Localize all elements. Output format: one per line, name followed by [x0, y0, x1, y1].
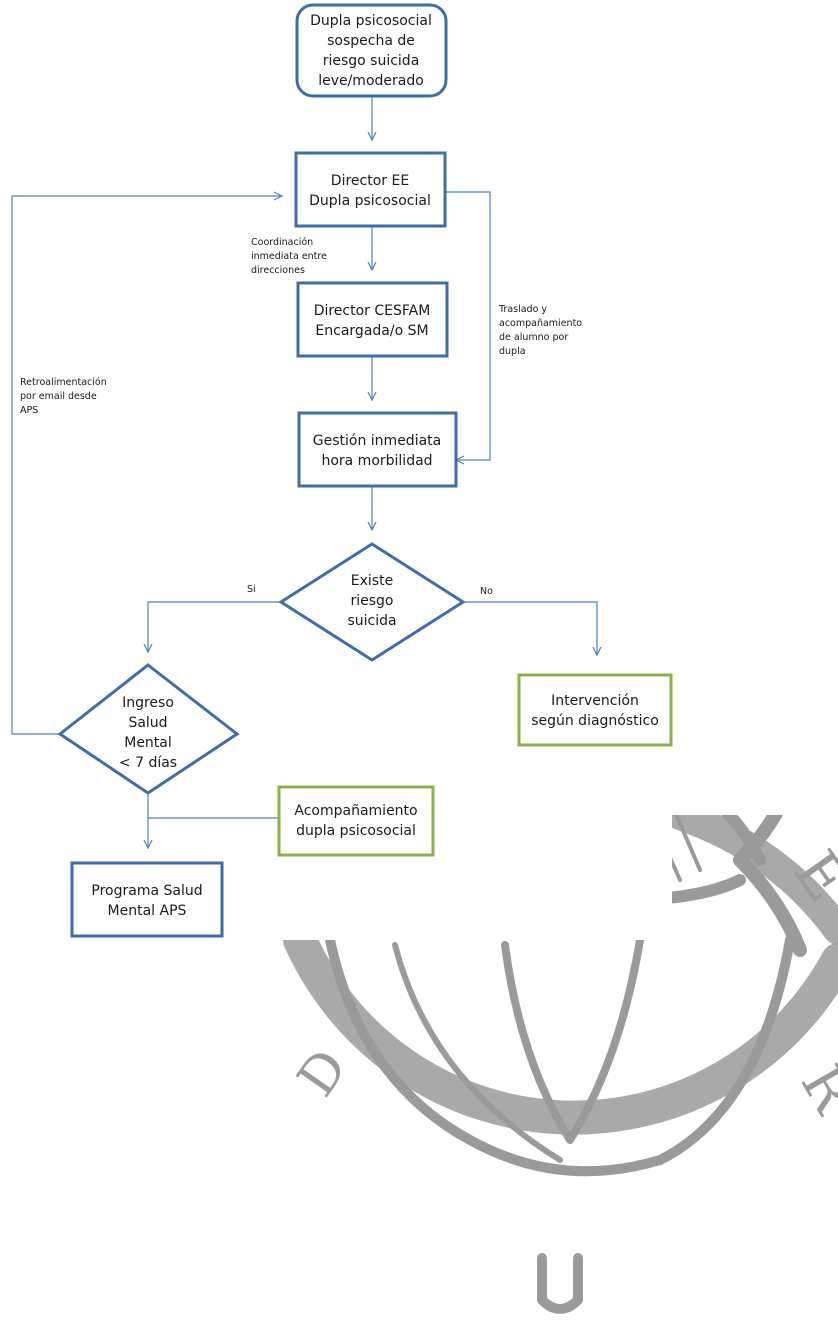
node-decision-riesgo-line-1: Existe — [351, 573, 393, 589]
label-coordinacion-line-3: direcciones — [251, 265, 305, 276]
node-gestion: Gestión inmediata hora morbilidad — [297, 411, 458, 488]
label-traslado-line-1: Traslado y — [498, 304, 547, 315]
node-director-cesfam-line-1: Director CESFAM — [314, 303, 431, 319]
label-coordinacion-line-2: inmediata entre — [251, 251, 327, 262]
label-traslado: Traslado y acompañamiento de alumno por … — [498, 304, 582, 357]
node-intervencion: Intervención según diagnóstico — [517, 673, 673, 747]
label-retroalimentacion-line-3: APS — [20, 405, 38, 416]
node-start-line-4: leve/moderado — [318, 73, 424, 89]
watermark-letter-R: R — [788, 1055, 838, 1126]
node-start-line-2: sospecha de — [327, 33, 415, 49]
label-retroalimentacion-line-1: Retroalimentación — [20, 377, 107, 388]
connectors — [11, 96, 597, 848]
label-retroalimentacion: Retroalimentación por email desde APS — [20, 377, 107, 416]
edge-si — [148, 601, 281, 652]
node-decision-riesgo-line-2: riesgo — [350, 593, 393, 609]
label-traslado-line-4: dupla — [499, 346, 526, 357]
label-si: Si — [247, 584, 256, 595]
label-coordinacion-line-1: Coordinación — [251, 237, 313, 248]
node-decision-riesgo-line-3: suicida — [347, 613, 396, 629]
node-decision-ingreso-line-2: Salud — [128, 715, 167, 731]
label-traslado-line-2: acompañamiento — [499, 318, 582, 329]
node-director-ee-line-2: Dupla psicosocial — [309, 193, 431, 209]
node-start: Dupla psicosocial sospecha de riesgo sui… — [295, 3, 448, 98]
label-no: No — [480, 586, 493, 597]
watermark-letter: R — [788, 1055, 838, 1126]
node-director-cesfam: Director CESFAM Encargada/o SM — [296, 281, 449, 358]
node-decision-ingreso-line-4: < 7 días — [119, 755, 177, 771]
node-programa: Programa Salud Mental APS — [70, 861, 224, 938]
node-start-line-3: riesgo suicida — [323, 53, 420, 69]
node-gestion-line-2: hora morbilidad — [321, 453, 432, 469]
watermark-letter: D — [286, 1039, 359, 1108]
node-decision-ingreso-line-3: Mental — [124, 735, 172, 751]
node-acompanamiento: Acompañamiento dupla psicosocial — [277, 785, 435, 857]
node-programa-line-1: Programa Salud — [91, 883, 202, 899]
node-intervencion-line-1: Intervención — [551, 693, 639, 709]
edge-traslado — [445, 191, 491, 460]
node-decision-ingreso: Ingreso Salud Mental < 7 días — [57, 663, 240, 795]
edge-no — [463, 601, 597, 655]
node-start-line-1: Dupla psicosocial — [310, 13, 432, 29]
node-gestion-line-1: Gestión inmediata — [313, 433, 441, 449]
node-programa-line-2: Mental APS — [108, 903, 187, 919]
watermark-letter-D: D — [286, 1039, 359, 1108]
node-acompanamiento-line-1: Acompañamiento — [294, 803, 417, 819]
label-traslado-line-3: de alumno por — [499, 332, 568, 343]
edge-retroalimentacion — [11, 196, 282, 735]
node-director-ee: Director EE Dupla psicosocial — [294, 151, 447, 228]
node-decision-ingreso-line-1: Ingreso — [122, 695, 174, 711]
node-intervencion-line-2: según diagnóstico — [531, 713, 659, 729]
label-coordinacion: Coordinación inmediata entre direcciones — [251, 237, 327, 276]
node-acompanamiento-line-2: dupla psicosocial — [296, 823, 416, 839]
label-retroalimentacion-line-2: por email desde — [20, 391, 97, 402]
node-decision-riesgo: Existe riesgo suicida — [278, 542, 466, 662]
node-director-ee-line-1: Director EE — [331, 173, 409, 189]
node-director-cesfam-line-2: Encargada/o SM — [315, 323, 428, 339]
